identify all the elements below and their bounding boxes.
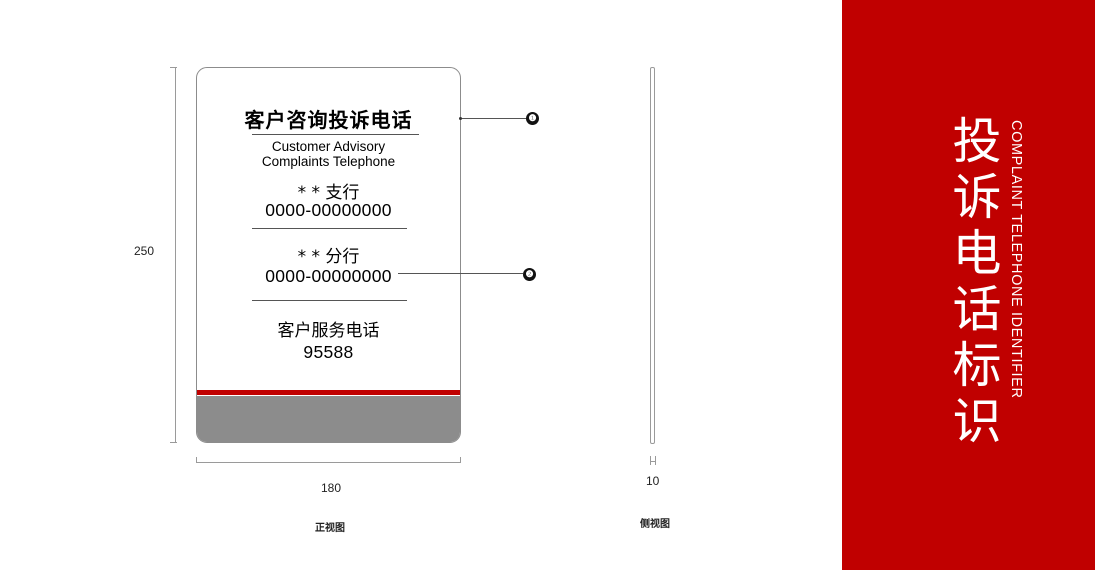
height-dimension-tick-bottom xyxy=(170,442,177,443)
depth-dimension-line xyxy=(650,461,656,462)
width-dimension-tick-left xyxy=(196,457,197,463)
panel-title-char: 诉 xyxy=(952,169,1002,226)
depth-dimension-label: 10 xyxy=(646,474,660,488)
panel-title-char: 电 xyxy=(952,225,1002,282)
panel-title-char: 标 xyxy=(952,337,1002,394)
branch-name-sub: * * 支行 xyxy=(297,183,360,203)
sign-front-view: 客户咨询投诉电话 Customer Advisory Complaints Te… xyxy=(196,67,461,443)
branch-divider-2 xyxy=(252,300,407,301)
panel-english-subtitle: COMPLAINT TELEPHONE IDENTIFIER xyxy=(1008,120,1024,399)
depth-dimension-tick-left xyxy=(650,456,651,465)
sign-title: 客户咨询投诉电话 xyxy=(244,108,413,132)
front-view-caption: 正视图 xyxy=(315,523,345,534)
callout-marker-1: ❶ xyxy=(526,112,539,125)
width-dimension-label: 180 xyxy=(321,481,342,495)
service-number: 95588 xyxy=(303,342,354,362)
title-panel: 投 诉 电 话 标 识 COMPLAINT TELEPHONE IDENTIFI… xyxy=(842,0,1095,570)
callout-dot-1 xyxy=(459,117,462,120)
branch-phone-main: 0000-00000000 xyxy=(265,266,392,286)
depth-dimension-tick-right xyxy=(655,456,656,465)
callout-leader-2 xyxy=(398,273,523,274)
panel-title-char: 投 xyxy=(952,113,1002,170)
branch-name-main: * * 分行 xyxy=(297,247,360,267)
service-label: 客户服务电话 xyxy=(277,321,380,341)
sign-english-line-1: Customer Advisory xyxy=(271,139,386,154)
red-accent-stripe xyxy=(197,390,460,395)
width-dimension-tick-right xyxy=(460,457,461,463)
sign-side-view xyxy=(650,67,655,444)
panel-title-char: 话 xyxy=(952,281,1002,338)
height-dimension-line xyxy=(175,67,176,443)
branch-divider-1 xyxy=(252,228,407,229)
callout-marker-2: ❷ xyxy=(523,268,536,281)
panel-title-char: 识 xyxy=(952,393,1002,450)
callout-leader-1 xyxy=(462,118,526,119)
width-dimension-line xyxy=(196,462,461,463)
height-dimension-label: 250 xyxy=(134,244,155,258)
height-dimension-tick-top xyxy=(170,67,177,68)
branch-phone-sub: 0000-00000000 xyxy=(265,200,392,220)
panel-chinese-title: 投 诉 电 话 标 识 xyxy=(945,114,1009,450)
side-view-caption: 侧视图 xyxy=(640,519,670,530)
title-divider xyxy=(252,134,419,135)
gray-base-band xyxy=(197,396,460,442)
sign-english-line-2: Complaints Telephone xyxy=(261,154,396,169)
